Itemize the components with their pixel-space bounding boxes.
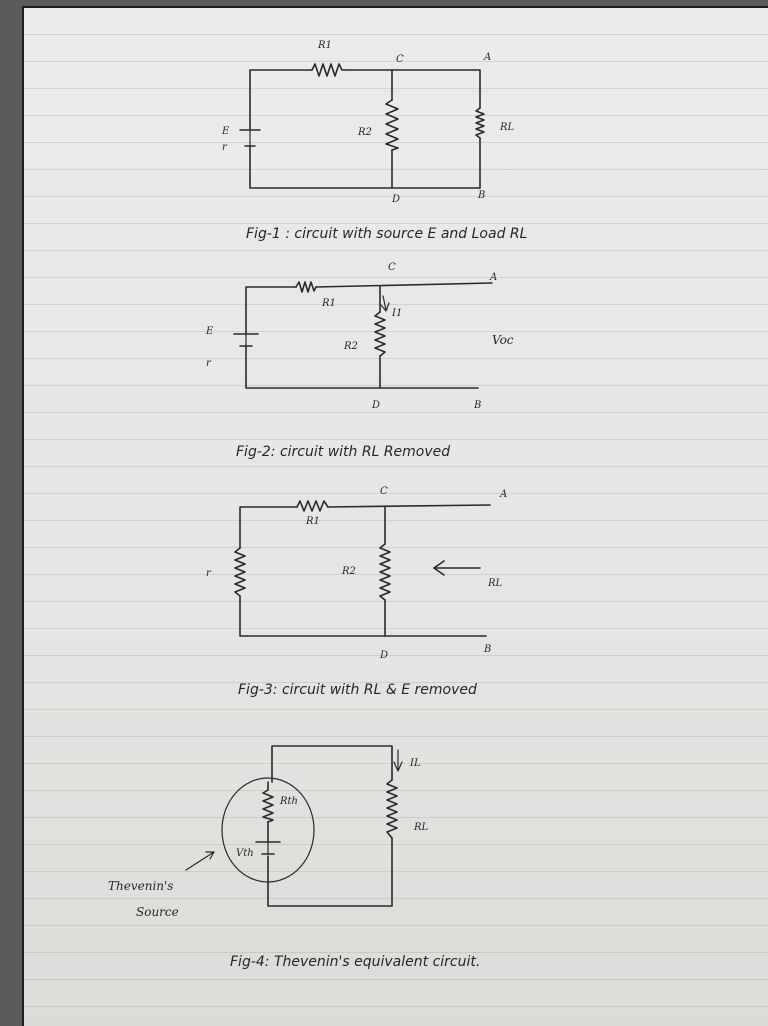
label-d: D xyxy=(379,650,388,661)
resistor-r2 xyxy=(374,311,386,357)
figure-1: R1 C A R2 RL E r D B Fig-1 : circuit wit… xyxy=(221,40,527,242)
figure-3: C A R1 r R2 RL D B Fig-3: circuit with R… xyxy=(206,486,507,698)
resistor-rl xyxy=(475,107,485,139)
caption-fig-4: Fig-4: Thevenin's equivalent circuit. xyxy=(230,954,480,970)
label-r1: R1 xyxy=(321,298,336,309)
label-d: D xyxy=(371,400,380,411)
label-c: C xyxy=(396,54,404,65)
battery-e xyxy=(233,333,259,347)
label-d: D xyxy=(391,194,400,205)
label-a: A xyxy=(483,52,491,63)
resistor-r2 xyxy=(385,99,399,151)
current-arrow-i1 xyxy=(380,295,390,312)
caption-fig-3: Fig-3: circuit with RL & E removed xyxy=(238,682,477,698)
label-c: C xyxy=(388,262,396,273)
battery-vth xyxy=(255,841,281,855)
label-b: B xyxy=(483,644,491,655)
label-vth: Vth xyxy=(236,848,254,859)
pointer-line xyxy=(185,851,215,871)
label-c: C xyxy=(380,486,388,497)
resistor-rl xyxy=(386,779,398,839)
resistor-r xyxy=(234,547,246,597)
arrow-left-icon xyxy=(433,560,481,576)
label-rl: RL xyxy=(413,822,429,833)
resistor-r1 xyxy=(296,500,329,512)
label-r2: R2 xyxy=(357,127,372,138)
label-r: r xyxy=(206,568,212,579)
label-r: r xyxy=(222,142,228,153)
notebook-page xyxy=(22,6,768,1026)
label-il: IL xyxy=(409,758,421,769)
caption-fig-2: Fig-2: circuit with RL Removed xyxy=(236,444,450,460)
resistor-r1 xyxy=(295,281,317,293)
label-r2: R2 xyxy=(341,566,356,577)
label-voc: Voc xyxy=(492,333,514,347)
label-r1: R1 xyxy=(317,40,332,51)
resistor-r2 xyxy=(379,543,391,601)
label-b: B xyxy=(477,190,485,201)
label-a: A xyxy=(499,489,507,500)
label-thevenins: Thevenin's xyxy=(108,879,173,893)
caption-fig-1: Fig-1 : circuit with source E and Load R… xyxy=(246,226,527,242)
label-i1: I1 xyxy=(391,308,402,319)
label-e: E xyxy=(221,126,230,137)
label-rl: RL xyxy=(499,122,515,133)
battery-e xyxy=(239,129,261,147)
label-r1: R1 xyxy=(305,516,320,527)
label-e: E xyxy=(205,326,214,337)
resistor-rth xyxy=(262,789,274,823)
resistor-r1 xyxy=(311,63,346,77)
label-r: r xyxy=(206,358,212,369)
figure-4: IL Rth RL Vth Thevenin's Source Fig-4: T… xyxy=(108,745,480,970)
label-source: Source xyxy=(136,905,179,919)
label-r2: R2 xyxy=(343,341,358,352)
label-a: A xyxy=(489,272,497,283)
label-rl: RL xyxy=(487,578,503,589)
label-rth: Rth xyxy=(279,796,298,807)
current-arrow-il xyxy=(393,749,403,772)
label-b: B xyxy=(473,400,481,411)
figure-2: C A R1 I1 E r R2 Voc D B Fig-2: circuit … xyxy=(205,262,514,460)
